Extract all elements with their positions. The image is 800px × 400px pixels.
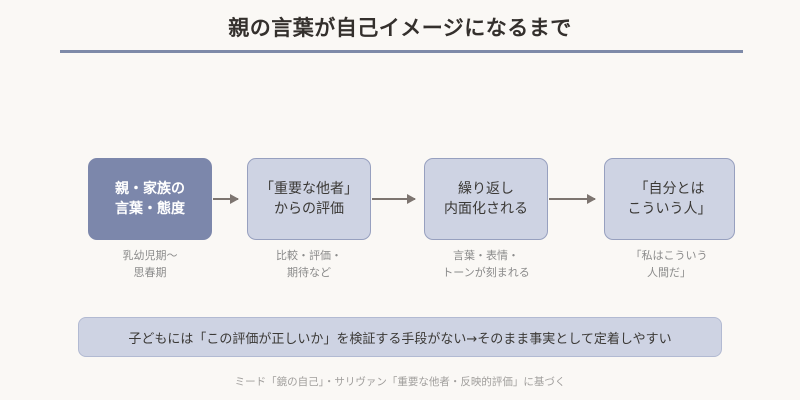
flow-node-1-caption: 乳幼児期〜 思春期	[122, 249, 178, 279]
flow-node-2-caption: 比較・評価・ 期待など	[276, 249, 342, 279]
title-underline-rule	[60, 50, 743, 53]
flow-arrow-3-to-4-icon	[549, 194, 596, 204]
flow-node-4-label: 「自分とは こういう人」	[627, 180, 712, 217]
flow-node-3-caption: 言葉・表情・ トーンが刻まれる	[442, 249, 530, 279]
source-footnote: ミード「鏡の自己」・サリヴァン「重要な他者・反映的評価」に基づく	[234, 376, 566, 388]
flow-node-2: 「重要な他者」 からの評価	[247, 158, 371, 240]
flow-node-4-caption: 「私はこういう 人間だ」	[630, 249, 708, 279]
flow-node-4: 「自分とは こういう人」	[604, 158, 735, 240]
flow-node-3-label: 繰り返し 内面化される	[444, 180, 528, 217]
page-title: 親の言葉が自己イメージになるまで	[228, 16, 572, 40]
flow-row: 親・家族の 言葉・態度 「重要な他者」 からの評価 繰り返し 内面化される 「自…	[0, 158, 800, 242]
flow-node-2-label: 「重要な他者」 からの評価	[260, 180, 358, 217]
flow-node-3: 繰り返し 内面化される	[424, 158, 548, 240]
flow-node-1: 親・家族の 言葉・態度	[88, 158, 212, 240]
summary-banner-text: 子どもには「この評価が正しいか」を検証する手段がない→そのまま事実として定着しや…	[128, 331, 672, 347]
flow-arrow-1-to-2-icon	[213, 194, 239, 204]
flow-arrow-2-to-3-icon	[372, 194, 416, 204]
flow-node-1-label: 親・家族の 言葉・態度	[115, 180, 185, 217]
summary-banner: 子どもには「この評価が正しいか」を検証する手段がない→そのまま事実として定着しや…	[78, 317, 722, 357]
